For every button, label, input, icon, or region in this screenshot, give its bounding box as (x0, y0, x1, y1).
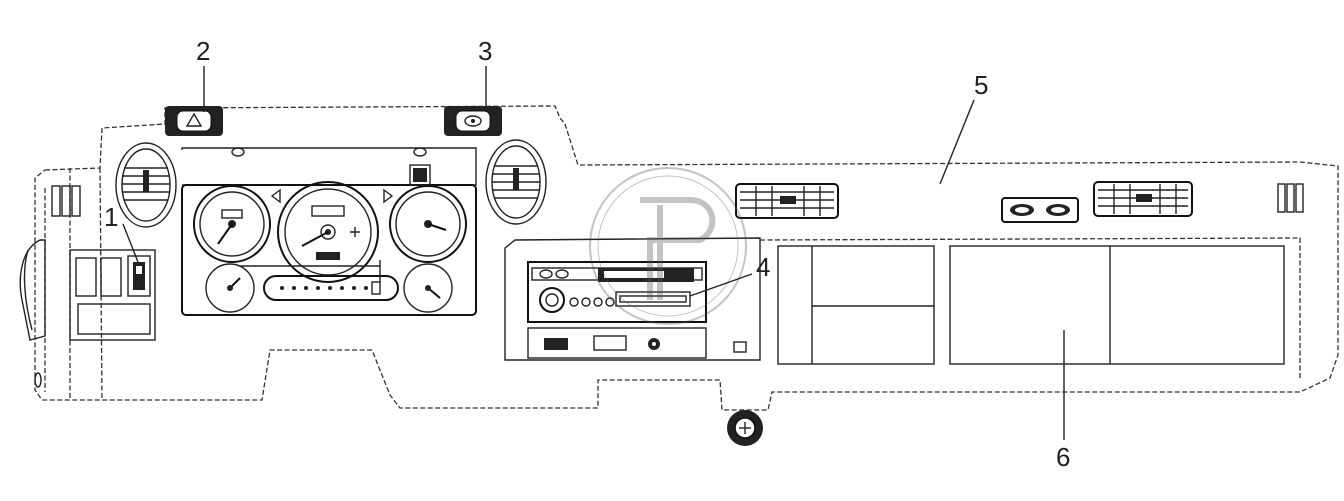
callout-1: 1 (104, 202, 118, 232)
instrument-cluster (181, 147, 477, 316)
hazard-switch (165, 106, 223, 136)
leader-lines (122, 66, 1065, 440)
right-air-vent-2 (1093, 181, 1193, 217)
light-switch (444, 106, 502, 136)
center-switch-pair (1001, 197, 1079, 223)
callout-4: 4 (756, 252, 770, 282)
callout-5: 5 (974, 70, 988, 100)
lower-knob (727, 410, 763, 446)
left-air-vent (115, 142, 177, 228)
right-air-vent-1 (735, 183, 839, 219)
left-end-cap (19, 185, 81, 388)
callout-6: 6 (1056, 442, 1070, 472)
switch-panel (69, 249, 156, 341)
glove-box-panels (777, 245, 1285, 365)
radio-unit (527, 261, 747, 359)
callout-2: 2 (196, 36, 210, 66)
center-air-vent (485, 139, 547, 225)
callout-3: 3 (478, 36, 492, 66)
watermark-logo (589, 167, 747, 325)
right-end-vent (1277, 183, 1304, 213)
